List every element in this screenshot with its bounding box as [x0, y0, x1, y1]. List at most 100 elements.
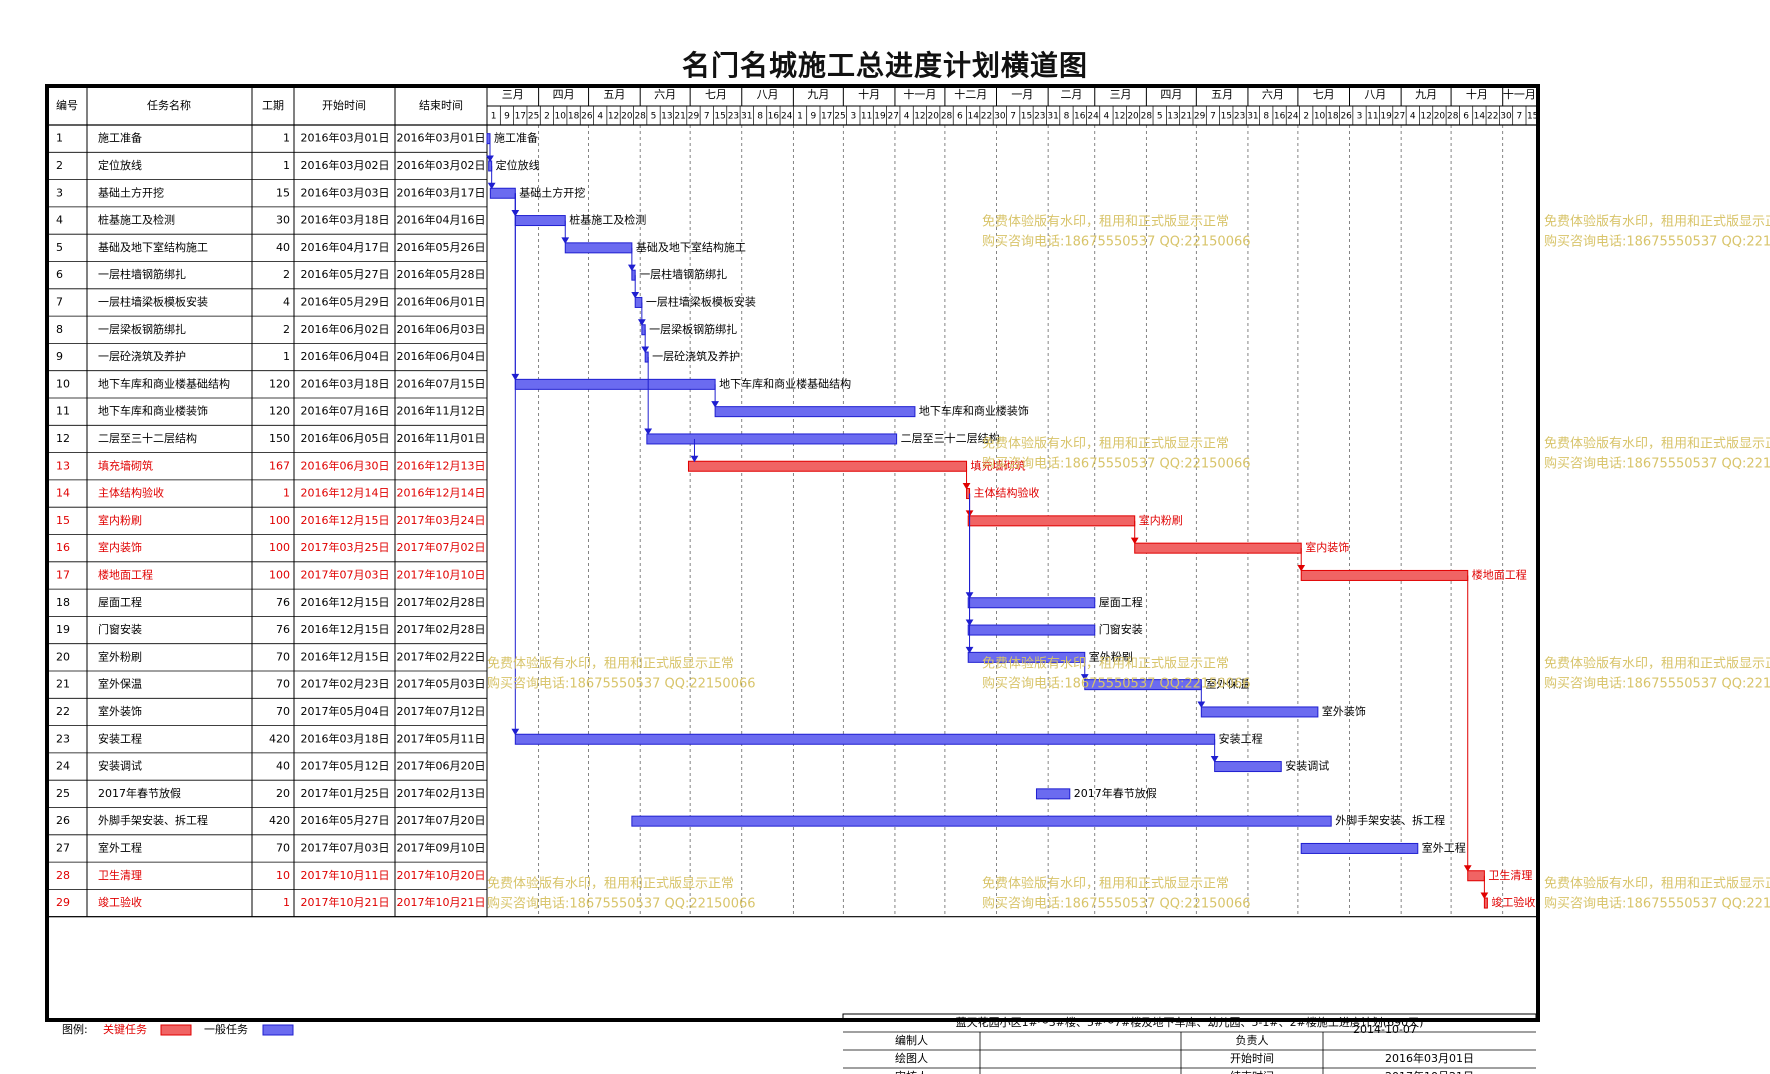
watermark-text: 免费体验版有水印，租用和正式版显示正常	[982, 436, 1229, 452]
day-tick-label: 20	[928, 112, 940, 122]
day-tick-label: 19	[874, 112, 886, 122]
day-tick-label: 23	[1034, 112, 1045, 122]
task-id-cell: 8	[56, 323, 63, 336]
day-tick-label: 31	[1047, 112, 1058, 122]
task-id-cell: 25	[56, 787, 70, 800]
day-tick-label: 8	[1064, 112, 1070, 122]
task-duration-cell: 420	[269, 732, 290, 745]
task-duration-cell: 100	[269, 568, 290, 581]
day-tick-label: 1	[491, 112, 497, 122]
day-tick-label: 15	[1527, 112, 1538, 122]
task-name-cell: 卫生清理	[98, 868, 142, 882]
task-bar	[631, 815, 1332, 827]
task-bar	[514, 378, 716, 390]
task-end-cell: 2016年11月01日	[397, 431, 486, 445]
info-block-label: 负责人	[1236, 1033, 1269, 1047]
task-duration-cell: 40	[276, 241, 290, 254]
task-duration-cell: 30	[276, 214, 290, 227]
task-bar	[564, 242, 633, 254]
task-start-cell: 2016年05月27日	[301, 813, 390, 827]
watermark-text: 免费体验版有水印，租用和正式版显示正常	[982, 656, 1229, 672]
task-bar	[1300, 842, 1419, 854]
day-tick-label: 2	[1303, 112, 1309, 122]
watermark-text: 购买咨询电话:18675550537 QQ:22150066	[1544, 676, 1770, 692]
task-start-cell: 2016年12月14日	[301, 486, 390, 500]
dependency-arrow	[511, 728, 520, 736]
month-label: 五月	[1211, 88, 1233, 101]
task-end-cell: 2016年06月01日	[397, 294, 486, 308]
task-end-cell: 2016年04月16日	[397, 213, 486, 227]
task-id-cell: 15	[56, 514, 70, 527]
task-duration-cell: 70	[276, 705, 290, 718]
day-tick-label: 11	[1367, 112, 1378, 122]
month-label: 九月	[1415, 88, 1437, 101]
day-tick-label: 17	[821, 112, 832, 122]
task-start-cell: 2017年05月12日	[301, 759, 390, 773]
column-header: 工期	[262, 99, 284, 112]
task-end-cell: 2016年03月01日	[397, 131, 486, 145]
month-label: 九月	[807, 88, 829, 101]
dependency-arrow	[487, 182, 496, 190]
task-bar	[1134, 542, 1302, 554]
task-start-cell: 2016年03月18日	[301, 731, 390, 745]
day-tick-label: 28	[634, 112, 646, 122]
task-name-cell: 填充墙砌筑	[98, 458, 153, 472]
task-duration-cell: 70	[276, 841, 290, 854]
day-tick-label: 18	[1327, 112, 1339, 122]
day-tick-label: 26	[1340, 112, 1352, 122]
legend-normal-swatch	[262, 1024, 294, 1036]
day-tick-label: 31	[741, 112, 752, 122]
task-bar-label: 一层柱墙梁板模板安装	[646, 294, 756, 308]
task-duration-cell: 10	[276, 869, 290, 882]
task-id-cell: 20	[56, 650, 70, 663]
task-bar	[514, 733, 1216, 745]
task-start-cell: 2016年03月02日	[301, 158, 390, 172]
task-bar-label: 一层梁板钢筋绑扎	[649, 322, 737, 336]
task-start-cell: 2017年05月04日	[301, 704, 390, 718]
day-tick-label: 20	[1127, 112, 1139, 122]
day-tick-label: 13	[661, 112, 672, 122]
task-id-cell: 7	[56, 295, 63, 308]
task-duration-cell: 1	[283, 896, 290, 909]
task-name-cell: 地下车库和商业楼装饰	[98, 404, 208, 418]
month-label: 八月	[1364, 88, 1386, 101]
task-duration-cell: 150	[269, 432, 290, 445]
day-tick-label: 25	[834, 112, 845, 122]
task-bar	[1214, 761, 1282, 773]
task-duration-cell: 167	[269, 459, 290, 472]
task-start-cell: 2017年10月11日	[301, 868, 390, 882]
day-tick-label: 15	[714, 112, 725, 122]
task-start-cell: 2016年12月15日	[301, 649, 390, 663]
task-name-cell: 2017年春节放假	[98, 786, 181, 800]
task-bar-label: 室内粉刷	[1139, 513, 1183, 527]
task-bar-label: 桩基施工及检测	[569, 213, 646, 227]
task-name-cell: 基础及地下室结构施工	[98, 240, 208, 254]
watermark-text: 购买咨询电话:18675550537 QQ:22150066	[982, 456, 1251, 472]
dependency-arrow	[486, 155, 494, 162]
task-end-cell: 2017年02月28日	[397, 595, 486, 609]
task-end-cell: 2016年06月03日	[397, 322, 486, 336]
task-id-cell: 2	[56, 159, 63, 172]
day-tick-label: 14	[1474, 112, 1486, 122]
day-tick-label: 28	[941, 112, 953, 122]
day-tick-label: 22	[1487, 112, 1498, 122]
day-tick-label: 29	[688, 112, 700, 122]
day-tick-label: 4	[1410, 112, 1416, 122]
task-duration-cell: 100	[269, 541, 290, 554]
task-bar-label: 室外工程	[1422, 840, 1466, 854]
dependency-arrow	[1210, 756, 1219, 763]
task-name-cell: 地下车库和商业楼基础结构	[98, 376, 230, 390]
watermark-text: 免费体验版有水印，租用和正式版显示正常	[487, 656, 734, 672]
legend-critical-swatch	[160, 1024, 192, 1036]
month-label: 十二月	[954, 87, 987, 101]
task-start-cell: 2016年06月30日	[301, 458, 390, 472]
task-name-cell: 主体结构验收	[98, 486, 164, 500]
task-end-cell: 2016年11月12日	[397, 404, 486, 418]
day-tick-label: 12	[1420, 112, 1431, 122]
day-tick-label: 15	[1221, 112, 1232, 122]
task-name-cell: 一层砼浇筑及养护	[98, 349, 186, 363]
task-end-cell: 2017年02月13日	[397, 786, 486, 800]
task-name-cell: 一层梁板钢筋绑扎	[98, 322, 186, 336]
task-name-cell: 施工准备	[98, 131, 142, 145]
task-name-cell: 室外保温	[98, 677, 142, 691]
